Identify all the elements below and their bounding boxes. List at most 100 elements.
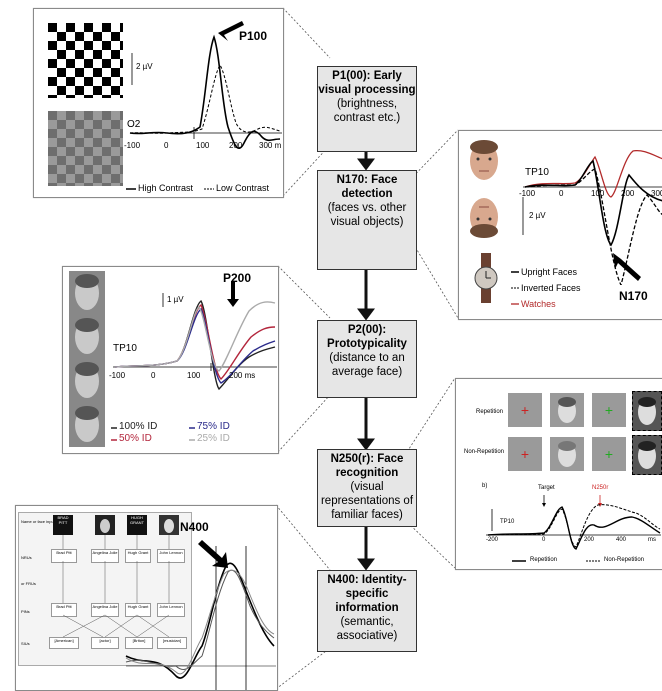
p200-scale-label: 1 µV: [167, 295, 184, 304]
face-morph-25: [75, 406, 99, 442]
checkerboard-high-contrast: [48, 23, 123, 98]
non-repetition-trace: [487, 504, 661, 548]
legend-high-contrast: High Contrast: [138, 183, 194, 193]
stim-fixation: +: [592, 393, 626, 427]
low-contrast-trace: [129, 64, 281, 134]
tick-label: 0: [164, 141, 169, 150]
p100-scale-label: 2 µV: [136, 62, 153, 71]
face-input-box: [159, 515, 179, 535]
stage-title: N170: Face detection: [336, 174, 398, 200]
tick-label: 0: [151, 371, 156, 380]
name-input-box: BRAD PITT: [53, 515, 73, 535]
row-label: or FRUs: [21, 581, 36, 586]
siu-box: [actor]: [91, 637, 119, 649]
stage-detail: (faces vs. other visual objects): [327, 202, 407, 228]
stim-target-face: [632, 435, 662, 475]
n170-arrow: [613, 253, 641, 281]
stim-fixation: +: [508, 393, 542, 427]
legend-non-repetition: Non-Repetition: [604, 557, 645, 563]
stage-p200: P2(00): Prototypicality (distance to an …: [317, 320, 417, 398]
inverted-faces-trace: [524, 168, 662, 285]
stage-n250: N250(r): Face recognition (visual repres…: [317, 449, 417, 527]
row-label: Name or face input: [21, 519, 55, 524]
face-input-box: [95, 515, 115, 535]
n400-peak-label: N400: [180, 520, 209, 534]
tick-label: 100: [187, 371, 201, 380]
stage-detail: (distance to an average face): [329, 352, 405, 378]
tick-label: 200: [621, 189, 635, 198]
n170-channel-label: TP10: [525, 167, 549, 178]
stim-target-face: [632, 391, 662, 431]
face-upright-photo: [470, 140, 498, 180]
p200-channel-label: TP10: [113, 343, 137, 354]
tick-label: 200: [229, 141, 243, 150]
legend-swatches: [512, 560, 600, 562]
n250-erp-plot: [486, 495, 661, 550]
model-connections: [62, 535, 170, 638]
legend-repetition: Repetition: [530, 557, 558, 563]
siu-box: [Briton]: [125, 637, 153, 649]
stim-fixation: +: [508, 437, 542, 471]
tick-label: 200 ms: [229, 371, 256, 380]
p200-arrow: [227, 281, 239, 307]
n400-arrow: [198, 540, 228, 568]
nru-box: John Lennon: [157, 549, 185, 563]
tick-label: -200: [486, 537, 499, 543]
legend-high-contrast-swatch: [126, 188, 136, 190]
legend-swatches: [511, 271, 519, 305]
stage-n170: N170: Face detection (faces vs. other vi…: [317, 170, 417, 270]
nru-box: Brad Pitt: [51, 549, 77, 563]
legend-id25: 25% ID: [197, 433, 230, 444]
legend-low-contrast-swatch: [204, 188, 214, 190]
face-morph-50: [75, 362, 99, 398]
tick-label: 0: [559, 189, 564, 198]
morph-faces-strip: [69, 271, 105, 447]
high-contrast-trace: [129, 34, 281, 149]
stage-n400: N400: Identity-specific information (sem…: [317, 570, 417, 652]
tick-label: 300 m: [259, 141, 282, 150]
tick-label: 100: [591, 189, 605, 198]
row-label: PINs: [21, 609, 30, 614]
legend-low-contrast: Low Contrast: [216, 183, 270, 193]
face-morph-100: [75, 274, 99, 310]
pin-box: Angelina Jolie: [91, 603, 119, 617]
n400-erp-plot: [125, 540, 276, 690]
row-label-repetition: Repetition: [476, 409, 504, 415]
stim-fixation: +: [592, 437, 626, 471]
stage-p100: P1(00): Early visual processing (brightn…: [317, 66, 417, 152]
legend-upright-faces: Upright Faces: [521, 267, 578, 277]
siu-box: [American]: [49, 637, 79, 649]
face-inverted-photo: [470, 198, 498, 238]
face-morph-75: [75, 318, 99, 354]
watches-trace: [524, 149, 662, 198]
stage-title: P1(00): Early visual processing: [318, 70, 416, 96]
legend-swatches: [111, 427, 195, 441]
iac-model-diagram: Name or face input NRUs or FRUs PINs SIU…: [18, 512, 192, 666]
tick-label: -100: [124, 141, 141, 150]
repetition-trace: [487, 506, 661, 550]
legend-id100: 100% ID: [119, 421, 158, 432]
watch-photo: [474, 253, 498, 303]
tick-label: 300: [651, 189, 662, 198]
stim-face: [550, 437, 584, 471]
legend-inverted-faces: Inverted Faces: [521, 283, 581, 293]
pin-box: John Lennon: [157, 603, 185, 617]
p200-panel: P200 1 µV TP10 -100 0 100 200 ms 100% ID…: [62, 266, 279, 454]
p100-peak-label: P100: [239, 29, 268, 43]
tick-label: -100: [519, 189, 536, 198]
n250-channel-label: TP10: [500, 519, 515, 525]
n170-peak-label: N170: [619, 289, 648, 303]
id25-trace: [114, 301, 276, 372]
checkerboard-low-contrast: [48, 111, 123, 186]
n400-panel: Name or face input NRUs or FRUs PINs SIU…: [15, 505, 278, 691]
fig-label: b): [482, 483, 488, 489]
p100-panel: P100 2 µV O2 -100 0 100 200 300 m High C…: [33, 8, 284, 198]
name-input-box: HUGH GRANT: [127, 515, 147, 535]
tick-label: -100: [109, 371, 126, 380]
pin-box: Brad Pitt: [51, 603, 77, 617]
tick-label: ms: [648, 537, 656, 543]
target-label: Target: [538, 485, 555, 491]
n170-scale-label: 2 µV: [529, 211, 546, 220]
row-label-non-repetition: Non-Repetition: [464, 449, 505, 455]
stage-detail: (semantic, associative): [336, 616, 398, 642]
